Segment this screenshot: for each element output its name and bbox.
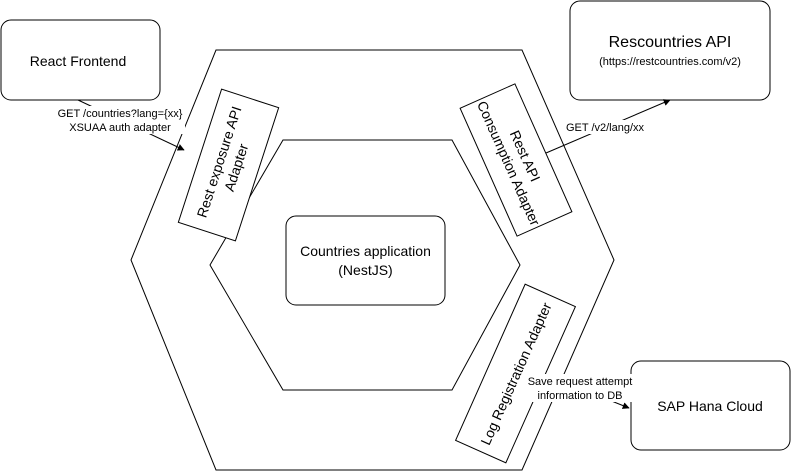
core-application-title: Countries application [300,243,431,259]
core-application-node: Countries application (NestJS) [285,215,446,306]
edge-log-label-2: information to DB [538,390,623,402]
edge-consumption-label: GET /v2/lang/xx [566,122,645,134]
sap-hana-node: SAP Hana Cloud [630,360,791,451]
react-frontend-node: React Frontend [0,19,161,101]
rescountries-api-url: (https://restcountries.com/v2) [599,56,741,68]
react-frontend-label: React Frontend [30,53,127,69]
edge-frontend-label-1: GET /countries?lang={xx} [58,108,183,120]
rescountries-api-label: Rescountries API [609,34,732,51]
core-application-subtitle: (NestJS) [338,262,392,278]
rest-exposure-adapter: Rest exposure API Adapter [177,88,280,242]
rescountries-api-node: Rescountries API (https://restcountries.… [569,0,771,101]
edge-log-label-1: Save request attempt [528,376,633,388]
edge-frontend-label-2: XSUAA auth adapter [69,122,171,134]
sap-hana-label: SAP Hana Cloud [657,398,763,414]
